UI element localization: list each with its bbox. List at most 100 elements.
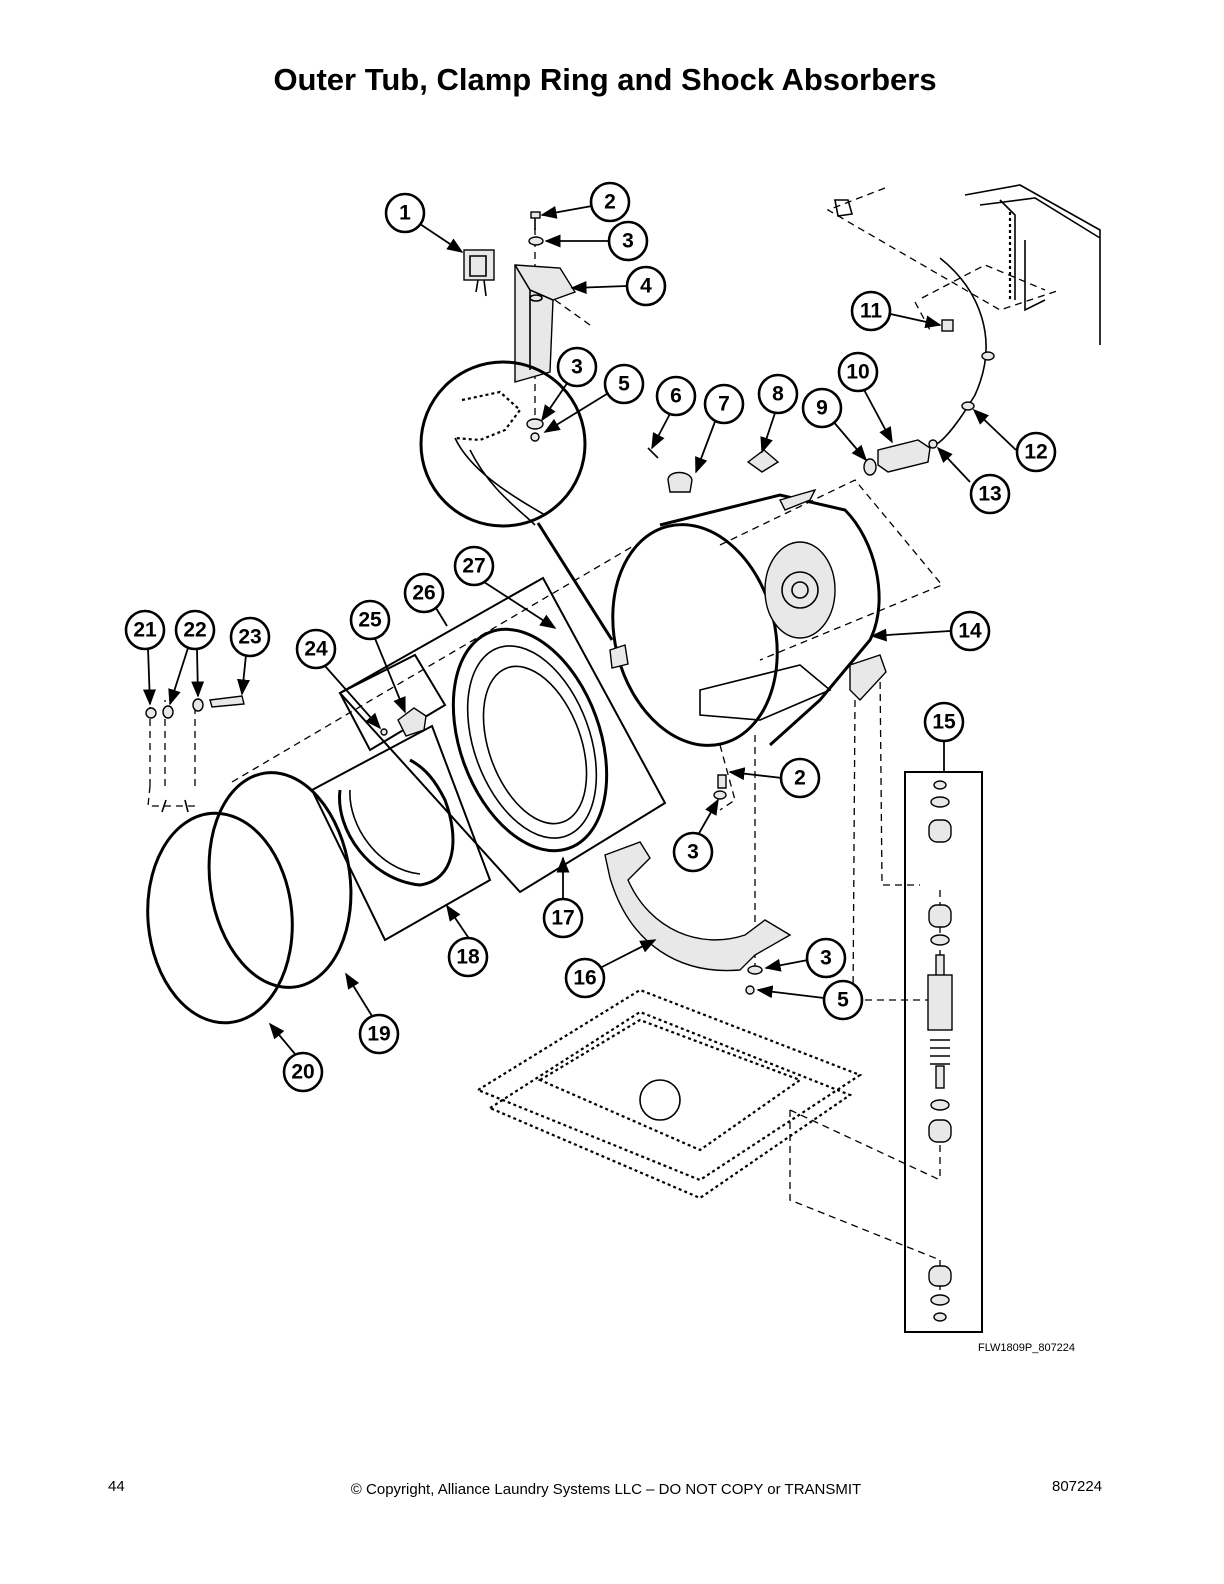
- svg-text:12: 12: [1024, 441, 1047, 464]
- part-2-screw-lower: [717, 774, 727, 789]
- callout-7: 7: [703, 383, 745, 425]
- part-18-ring: [338, 758, 455, 887]
- part-3-washer-top: [528, 236, 544, 246]
- svg-text:19: 19: [367, 1023, 390, 1046]
- svg-text:8: 8: [772, 383, 784, 406]
- callout-14: 14: [949, 610, 991, 652]
- part-20-clamp-ring: [146, 811, 294, 1025]
- callout-26: 26: [403, 572, 445, 614]
- callout-20: 20: [282, 1051, 324, 1093]
- svg-text:3: 3: [687, 841, 699, 864]
- page-title: Outer Tub, Clamp Ring and Shock Absorber…: [273, 62, 937, 97]
- part-19-clamp-ring: [207, 771, 353, 989]
- callout-10: 10: [837, 351, 879, 393]
- svg-text:15: 15: [932, 711, 956, 734]
- svg-text:22: 22: [183, 619, 206, 642]
- svg-text:23: 23: [238, 626, 261, 649]
- detail-magnifier: [419, 360, 614, 641]
- svg-text:7: 7: [718, 393, 730, 416]
- part-2-screw-top: [530, 211, 541, 230]
- svg-text:2: 2: [794, 767, 806, 790]
- part-14-outer-tub: [609, 488, 887, 747]
- svg-text:27: 27: [462, 555, 485, 578]
- part-23-bolt: [209, 695, 245, 708]
- callout-21: 21: [124, 609, 166, 651]
- callout-3-bottom: 3: [805, 937, 847, 979]
- callout-16: 16: [564, 957, 606, 999]
- svg-text:2: 2: [604, 191, 616, 214]
- figure-reference-code: FLW1809P_807224: [978, 1342, 1076, 1354]
- part-22-washer: [162, 705, 174, 719]
- callout-3-detail: 3: [556, 346, 598, 388]
- callout-13: 13: [969, 473, 1011, 515]
- callout-11: 11: [850, 290, 892, 332]
- part-6-pin: [647, 447, 659, 459]
- svg-text:16: 16: [573, 967, 596, 990]
- part-9-grommet: [863, 458, 877, 476]
- callout-8: 8: [757, 373, 799, 415]
- group-box-18: [310, 724, 492, 942]
- part-25-bracket: [397, 707, 427, 737]
- callout-17: 17: [542, 897, 584, 939]
- base-frame: [475, 988, 863, 1200]
- document-number: 807224: [1052, 1478, 1103, 1495]
- part-21-nut: [145, 707, 157, 719]
- callout-22: 22: [174, 609, 216, 651]
- callout-4: 4: [625, 265, 667, 307]
- svg-text:5: 5: [837, 989, 849, 1012]
- callout-5-bottom: 5: [822, 979, 864, 1021]
- callout-3-top: 3: [607, 220, 649, 262]
- callout-3-lower: 3: [672, 831, 714, 873]
- cabinet-corner: [834, 184, 1101, 345]
- svg-text:21: 21: [133, 619, 157, 642]
- svg-text:3: 3: [571, 356, 583, 379]
- copyright-notice: © Copyright, Alliance Laundry Systems LL…: [350, 1481, 862, 1498]
- svg-text:6: 6: [670, 385, 682, 408]
- callout-6: 6: [655, 375, 697, 417]
- callout-19: 19: [358, 1013, 400, 1055]
- svg-text:4: 4: [640, 275, 652, 298]
- callout-15: 15: [923, 701, 965, 743]
- callout-labels: 1 2 3 4 3 5 6 7 8 9 10 11 12 13 14 15 2 …: [124, 181, 1057, 1093]
- callout-2-top: 2: [589, 181, 631, 223]
- callout-24: 24: [295, 628, 337, 670]
- group-box-15: [904, 771, 983, 1333]
- part-13-fitting: [928, 439, 938, 449]
- group-box-24-25: [338, 653, 447, 752]
- svg-text:13: 13: [978, 483, 1001, 506]
- group-box-17-27: [338, 576, 667, 894]
- part-16-tub-support: [604, 841, 792, 972]
- part-24-screw: [380, 728, 388, 736]
- callout-18: 18: [447, 936, 489, 978]
- svg-text:26: 26: [412, 582, 435, 605]
- svg-text:18: 18: [456, 946, 480, 969]
- svg-text:24: 24: [304, 638, 328, 661]
- callout-1: 1: [384, 192, 426, 234]
- part-1-switch: [463, 249, 495, 297]
- callout-23: 23: [229, 616, 271, 658]
- part-15-shock-absorber-stack: [927, 780, 953, 1322]
- page-number: 44: [108, 1478, 125, 1495]
- part-17-gasket: [451, 627, 609, 853]
- part-12-hose: [934, 257, 987, 446]
- callout-2-lower: 2: [779, 757, 821, 799]
- callout-25: 25: [349, 599, 391, 641]
- svg-text:3: 3: [820, 947, 832, 970]
- part-11-connector: [941, 319, 954, 332]
- part-4-bracket: [514, 264, 577, 383]
- callout-9: 9: [801, 387, 843, 429]
- svg-text:14: 14: [958, 620, 982, 643]
- svg-text:20: 20: [291, 1061, 314, 1084]
- part-10-sensor: [877, 439, 931, 473]
- callout-5-detail: 5: [603, 363, 645, 405]
- svg-text:1: 1: [399, 202, 411, 225]
- callout-12: 12: [1015, 431, 1057, 473]
- svg-text:10: 10: [846, 361, 869, 384]
- svg-text:5: 5: [618, 373, 630, 396]
- part-8-label: [746, 449, 780, 473]
- part-7-clip: [667, 471, 693, 493]
- svg-text:9: 9: [816, 397, 828, 420]
- svg-text:3: 3: [622, 230, 634, 253]
- svg-text:25: 25: [358, 609, 382, 632]
